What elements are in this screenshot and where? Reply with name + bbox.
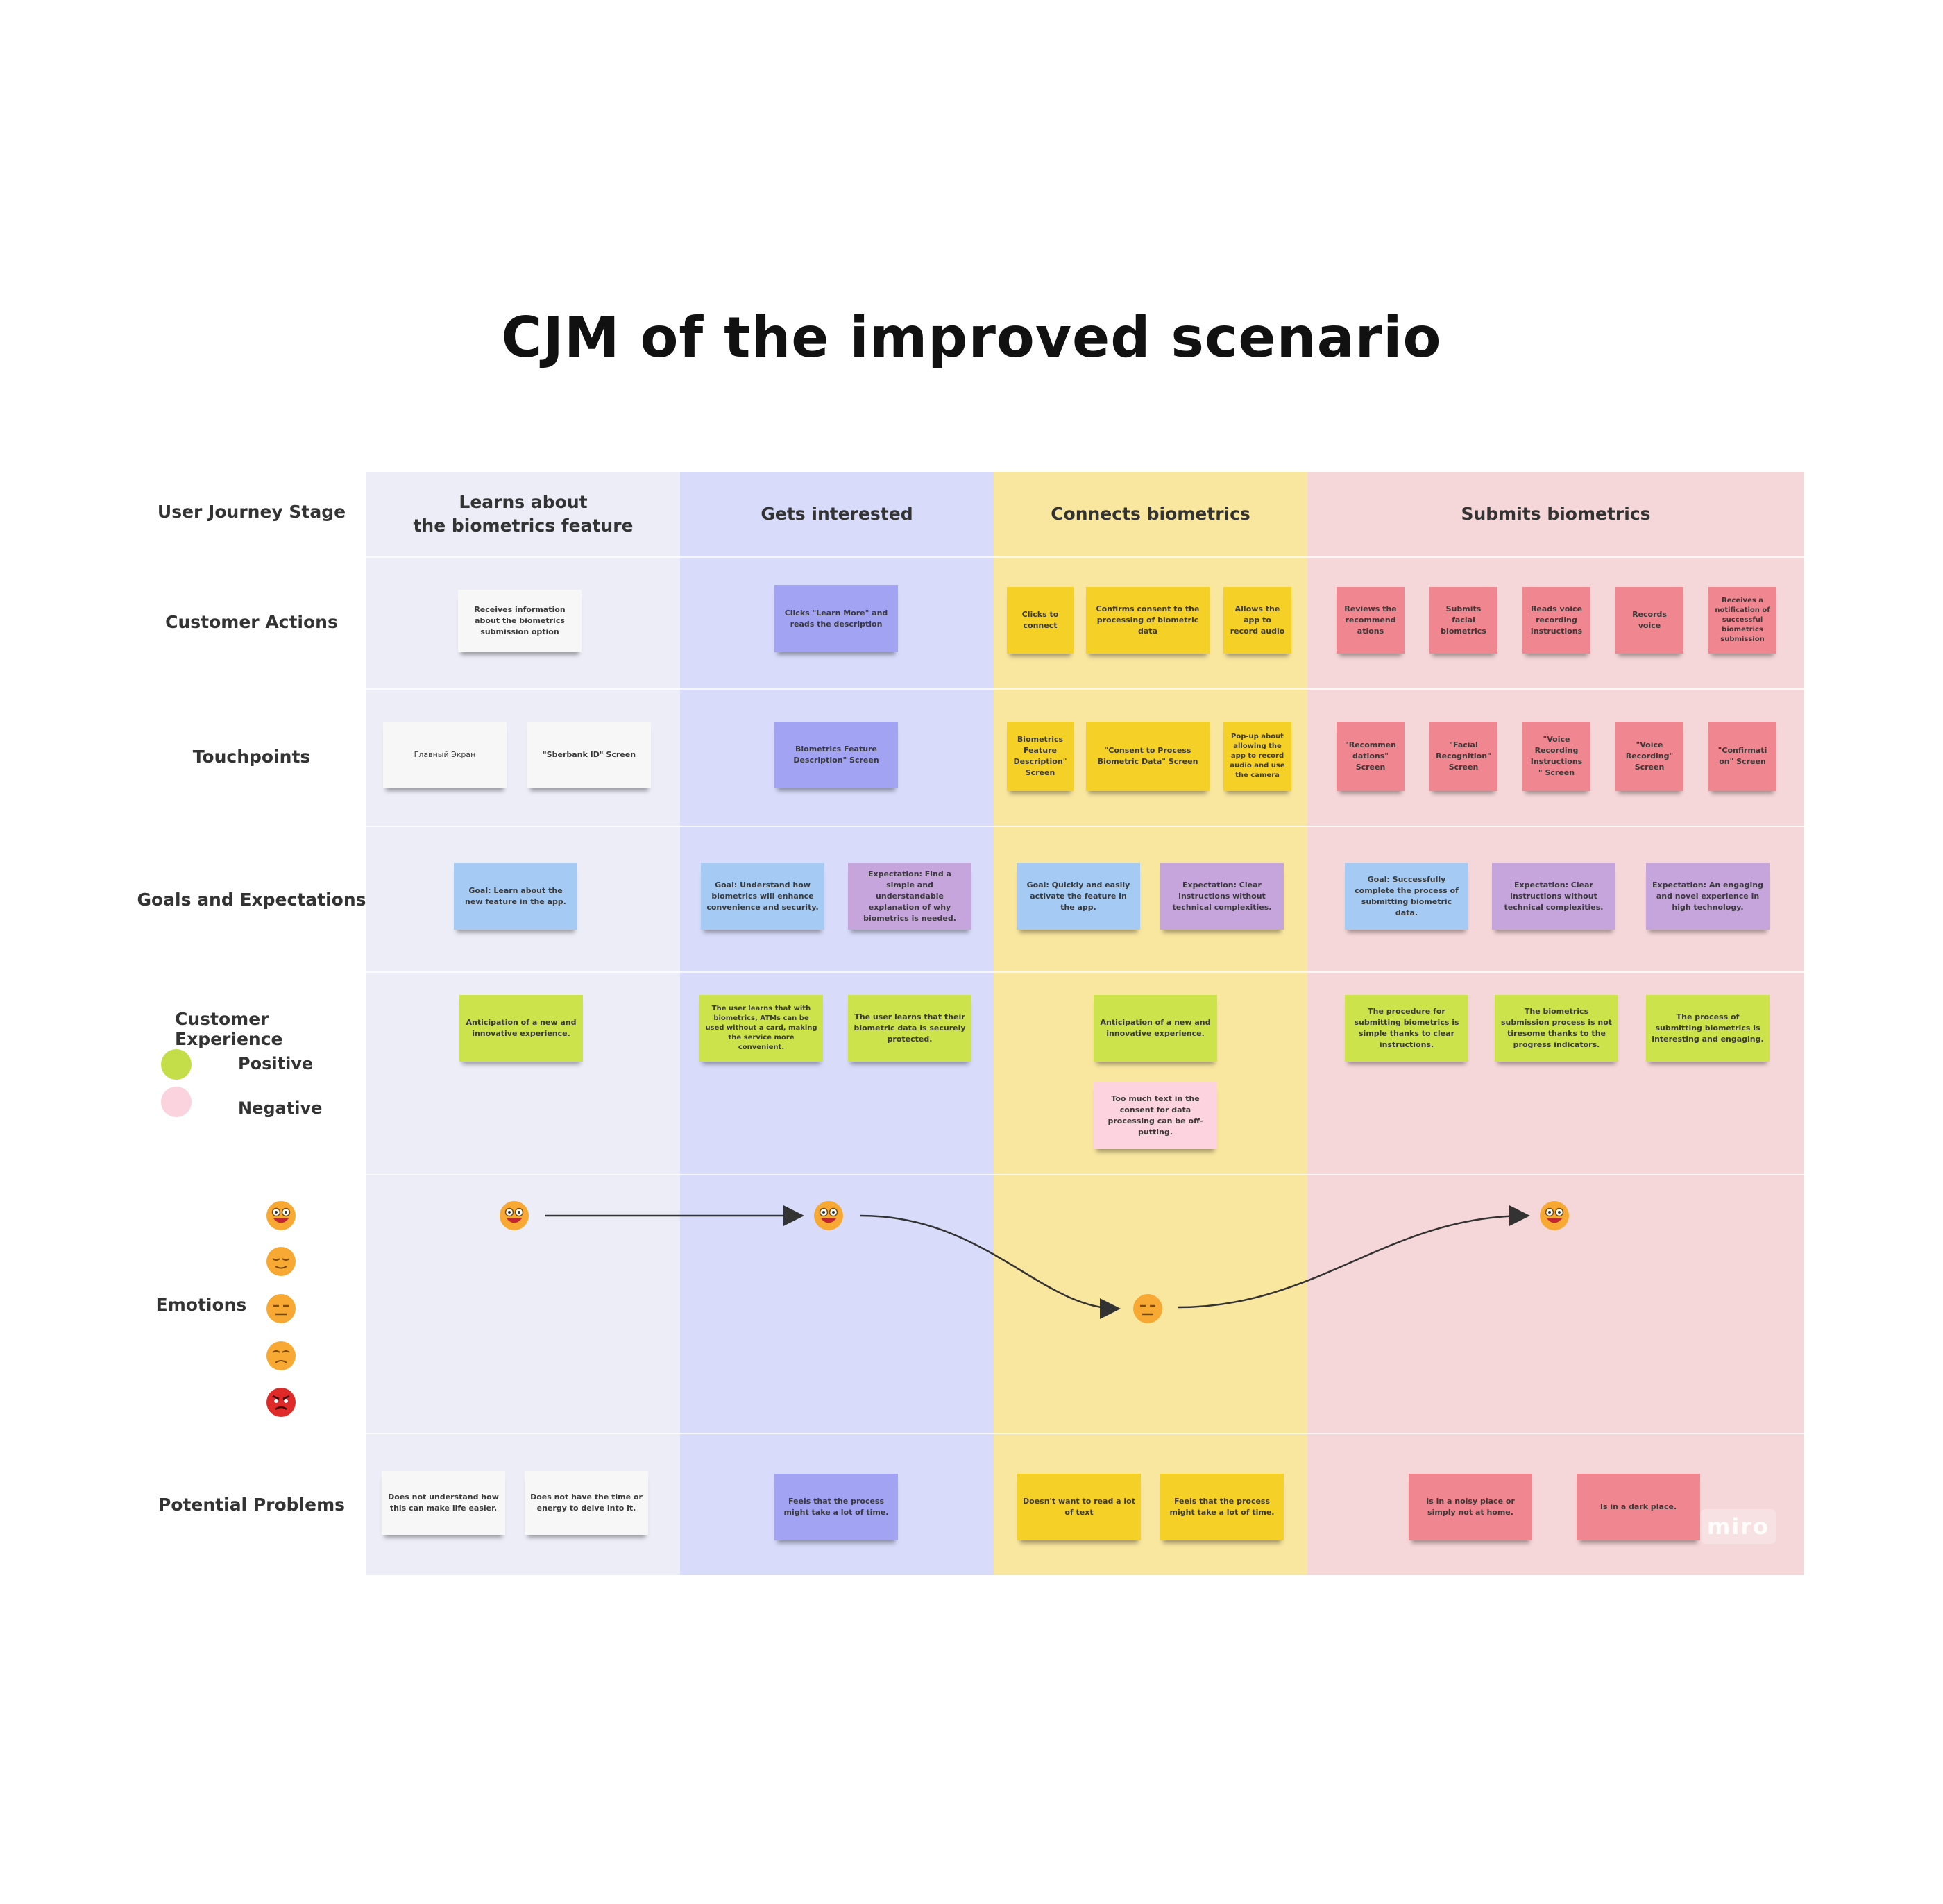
sticky-note[interactable]: "Facial Recognition" Screen bbox=[1429, 722, 1497, 791]
sticky-note[interactable]: "Consent to Process Biometric Data" Scre… bbox=[1086, 722, 1210, 791]
row-label-experience: Customer Experience bbox=[175, 1009, 283, 1049]
emotion-point-delighted-icon bbox=[499, 1200, 529, 1231]
sticky-note[interactable]: Goal: Successfully complete the process … bbox=[1345, 863, 1468, 930]
legend-negative-dot bbox=[161, 1087, 192, 1117]
experience-positive[interactable]: Anticipation of a new and innovative exp… bbox=[459, 995, 583, 1062]
sticky-note[interactable]: Clicks to connect bbox=[1007, 587, 1074, 654]
experience-positive[interactable]: Anticipation of a new and innovative exp… bbox=[1094, 995, 1217, 1062]
page-title: CJM of the improved scenario bbox=[501, 305, 1442, 370]
sticky-note[interactable]: Receives information about the biometric… bbox=[458, 590, 582, 652]
sticky-note[interactable]: Receives a notification of successful bi… bbox=[1708, 587, 1776, 654]
row-divider bbox=[366, 688, 1804, 690]
sticky-note[interactable]: Expectation: Clear instructions without … bbox=[1160, 863, 1284, 930]
delighted-face-icon bbox=[266, 1200, 296, 1231]
legend-positive-dot bbox=[161, 1049, 192, 1080]
emotion-point-delighted-icon bbox=[1539, 1200, 1570, 1231]
sticky-note[interactable]: Confirms consent to the processing of bi… bbox=[1086, 587, 1210, 654]
sticky-note[interactable]: "Voice Recording Instructions " Screen bbox=[1522, 722, 1590, 791]
stage-header-submits: Submits biometrics bbox=[1461, 504, 1651, 524]
sticky-note[interactable]: Goal: Quickly and easily activate the fe… bbox=[1017, 863, 1140, 930]
sticky-note[interactable]: Is in a noisy place or simply not at hom… bbox=[1409, 1474, 1532, 1540]
row-divider bbox=[366, 556, 1804, 558]
row-label-stage: User Journey Stage bbox=[157, 502, 346, 522]
row-label-touchpoints: Touchpoints bbox=[192, 747, 311, 767]
legend-positive-label: Positive bbox=[238, 1054, 314, 1073]
row-label-emotions: Emotions bbox=[155, 1295, 247, 1315]
row-divider bbox=[366, 1174, 1804, 1175]
sticky-note[interactable]: Does not have the time or energy to delv… bbox=[525, 1471, 648, 1535]
sticky-note[interactable]: Is in a dark place. bbox=[1577, 1474, 1700, 1540]
stage-header-connects: Connects biometrics bbox=[1051, 504, 1250, 524]
row-divider bbox=[366, 1433, 1804, 1434]
sticky-note[interactable]: "Recommen dations" Screen bbox=[1337, 722, 1405, 791]
stage-header-learns: Learns about the biometrics feature bbox=[413, 492, 634, 536]
emotion-point-neutral-icon bbox=[1132, 1293, 1163, 1324]
miro-logo: miro bbox=[1700, 1509, 1776, 1544]
sticky-note[interactable]: Goal: Learn about the new feature in the… bbox=[454, 863, 577, 930]
emotion-point-delighted-icon bbox=[813, 1200, 844, 1231]
sticky-note[interactable]: Expectation: Find a simple and understan… bbox=[848, 863, 972, 930]
row-label-problems: Potential Problems bbox=[158, 1495, 346, 1515]
sticky-note[interactable]: Doesn't want to read a lot of text bbox=[1017, 1474, 1141, 1540]
experience-positive[interactable]: The biometrics submission process is not… bbox=[1495, 995, 1618, 1062]
sticky-note[interactable]: Expectation: Clear instructions without … bbox=[1492, 863, 1615, 930]
sticky-note[interactable]: Biometrics Feature Description" Screen bbox=[1007, 722, 1074, 791]
sticky-note[interactable]: Clicks "Learn More" and reads the descri… bbox=[774, 585, 898, 652]
row-label-goals: Goals and Expectations bbox=[137, 890, 366, 910]
sticky-note[interactable]: Expectation: An engaging and novel exper… bbox=[1646, 863, 1770, 930]
sticky-note[interactable]: Reviews the recommend ations bbox=[1337, 587, 1405, 654]
experience-positive[interactable]: The user learns that with biometrics, AT… bbox=[699, 995, 823, 1062]
row-label-actions: Customer Actions bbox=[165, 612, 338, 632]
experience-positive[interactable]: The process of submitting biometrics is … bbox=[1646, 995, 1770, 1062]
touchpoint-screen[interactable]: Главный Экран bbox=[383, 722, 507, 788]
experience-negative[interactable]: Too much text in the consent for data pr… bbox=[1094, 1082, 1217, 1149]
sticky-note[interactable]: Feels that the process might take a lot … bbox=[774, 1474, 898, 1540]
sticky-note[interactable]: Biometrics Feature Description" Screen bbox=[774, 722, 898, 788]
sticky-note[interactable]: "Voice Recording" Screen bbox=[1615, 722, 1683, 791]
experience-positive[interactable]: The user learns that their biometric dat… bbox=[848, 995, 972, 1062]
sticky-note[interactable]: Reads voice recording instructions bbox=[1522, 587, 1590, 654]
relieved-face-icon bbox=[266, 1246, 296, 1277]
legend-negative-label: Negative bbox=[238, 1098, 323, 1118]
row-divider bbox=[366, 826, 1804, 827]
row-divider bbox=[366, 971, 1804, 973]
sticky-note[interactable]: "Confirmati on" Screen bbox=[1708, 722, 1776, 791]
experience-positive[interactable]: The procedure for submitting biometrics … bbox=[1345, 995, 1468, 1062]
sticky-note[interactable]: Records voice bbox=[1615, 587, 1683, 654]
sticky-note[interactable]: Feels that the process might take a lot … bbox=[1160, 1474, 1284, 1540]
sad-face-icon bbox=[266, 1341, 296, 1371]
sticky-note[interactable]: Goal: Understand how biometrics will enh… bbox=[701, 863, 824, 930]
sticky-note[interactable]: Pop-up about allowing the app to record … bbox=[1223, 722, 1291, 791]
neutral-face-icon bbox=[266, 1293, 296, 1324]
sticky-note[interactable]: Submits facial biometrics bbox=[1429, 587, 1497, 654]
touchpoint-screen[interactable]: "Sberbank ID" Screen bbox=[527, 722, 651, 788]
sticky-note[interactable]: Allows the app to record audio bbox=[1223, 587, 1291, 654]
angry-face-icon bbox=[266, 1387, 296, 1418]
sticky-note[interactable]: Does not understand how this can make li… bbox=[382, 1471, 505, 1535]
stage-header-interested: Gets interested bbox=[761, 504, 913, 524]
